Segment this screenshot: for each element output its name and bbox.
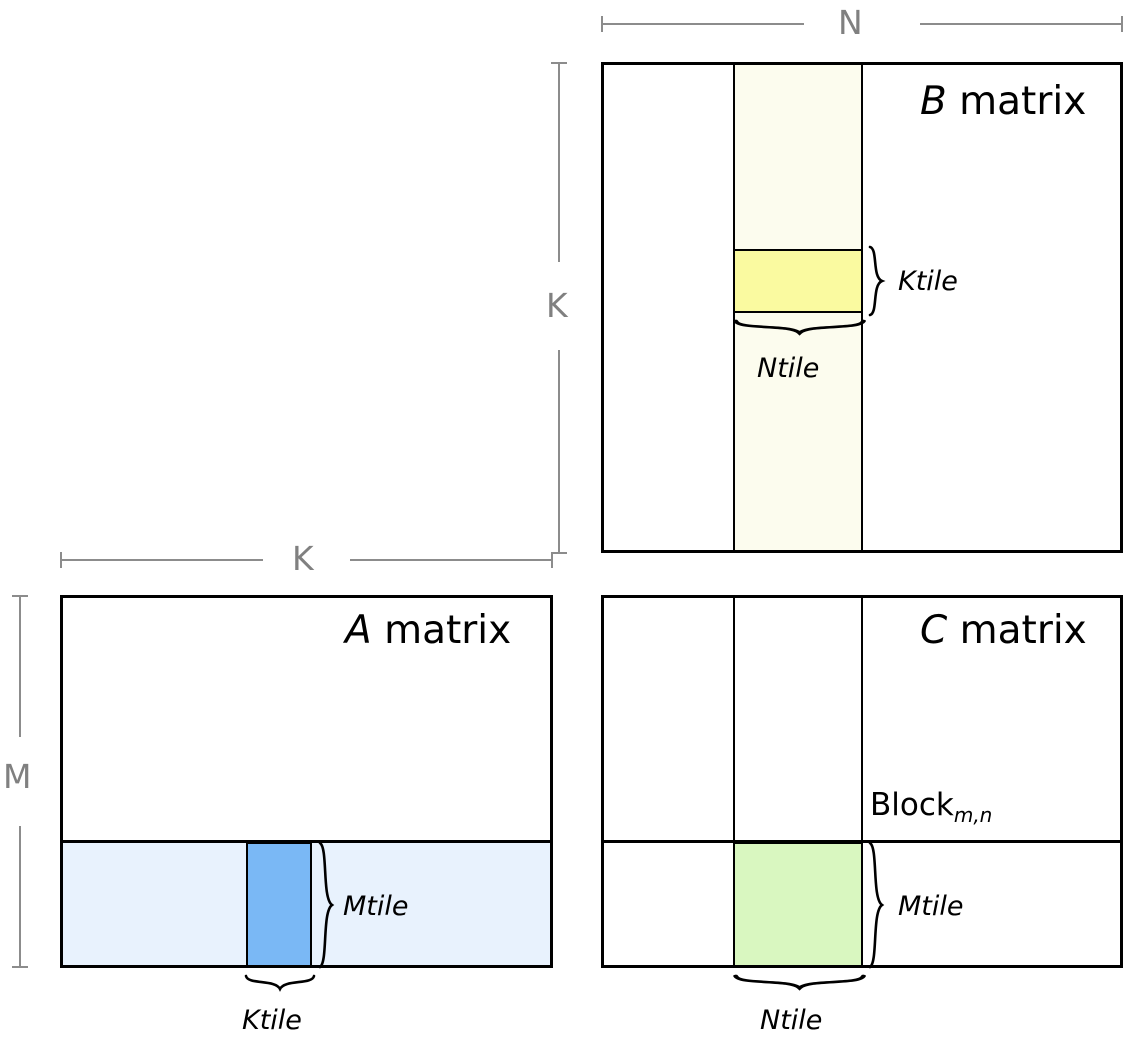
b-ntile-brace: [730, 317, 867, 343]
c-matrix-label: C matrix: [920, 611, 1087, 650]
b-matrix-label-text: matrix: [946, 79, 1087, 124]
a-matrix-label: A matrix: [345, 611, 511, 650]
m-dimension-label: M: [3, 757, 32, 796]
m-dimension-bar-top: [19, 595, 21, 737]
c-matrix-block-label-main: Block: [870, 787, 954, 823]
k-horizontal-bar-right: [350, 559, 552, 561]
k-vertical-bar-top: [558, 62, 560, 262]
b-matrix-box: [601, 62, 1123, 553]
a-matrix-ktile-tile: [246, 842, 312, 967]
a-ktile-label: Ktile: [242, 1005, 302, 1036]
b-matrix-label-letter: B: [920, 79, 947, 124]
c-matrix-label-text: matrix: [947, 608, 1087, 653]
c-ntile-label: Ntile: [760, 1005, 823, 1036]
a-mtile-brace: [316, 840, 342, 970]
a-matrix-label-text: matrix: [371, 608, 512, 653]
n-dimension-bar-left: [601, 23, 804, 25]
c-mtile-label: Mtile: [898, 891, 964, 922]
c-matrix-label-letter: C: [920, 608, 948, 653]
k-vertical-cap-bottom: [551, 552, 567, 554]
c-ntile-brace: [730, 972, 867, 998]
c-matrix-block-tile: [733, 842, 863, 967]
c-matrix-block-label: Blockm,n: [870, 787, 993, 828]
b-matrix-ktile-tile: [733, 249, 863, 313]
a-matrix-label-letter: A: [345, 608, 372, 653]
k-vertical-bar-bottom: [558, 350, 560, 553]
n-dimension-label: N: [838, 3, 863, 42]
n-dimension-cap-right: [1121, 16, 1123, 32]
c-mtile-brace: [866, 840, 892, 970]
k-horizontal-bar-left: [60, 559, 263, 561]
a-mtile-label: Mtile: [343, 891, 409, 922]
b-ktile-brace: [866, 245, 892, 317]
b-ktile-label: Ktile: [898, 266, 958, 297]
a-matrix-row-divider: [62, 840, 551, 843]
b-matrix-label: B matrix: [920, 82, 1086, 121]
n-dimension-bar-right: [920, 23, 1122, 25]
k-horizontal-cap-right: [551, 552, 553, 568]
k-horizontal-label: K: [292, 539, 314, 578]
m-dimension-cap-bottom: [12, 966, 28, 968]
b-ntile-label: Ntile: [757, 353, 820, 384]
c-matrix-divider-right: [861, 597, 863, 966]
c-matrix-row-divider: [603, 840, 1121, 843]
m-dimension-bar-bottom: [19, 826, 21, 968]
a-ktile-brace: [243, 972, 317, 998]
c-matrix-block-label-sub: m,n: [953, 803, 993, 828]
k-vertical-label: K: [546, 286, 568, 325]
c-matrix-divider-left: [733, 597, 735, 966]
